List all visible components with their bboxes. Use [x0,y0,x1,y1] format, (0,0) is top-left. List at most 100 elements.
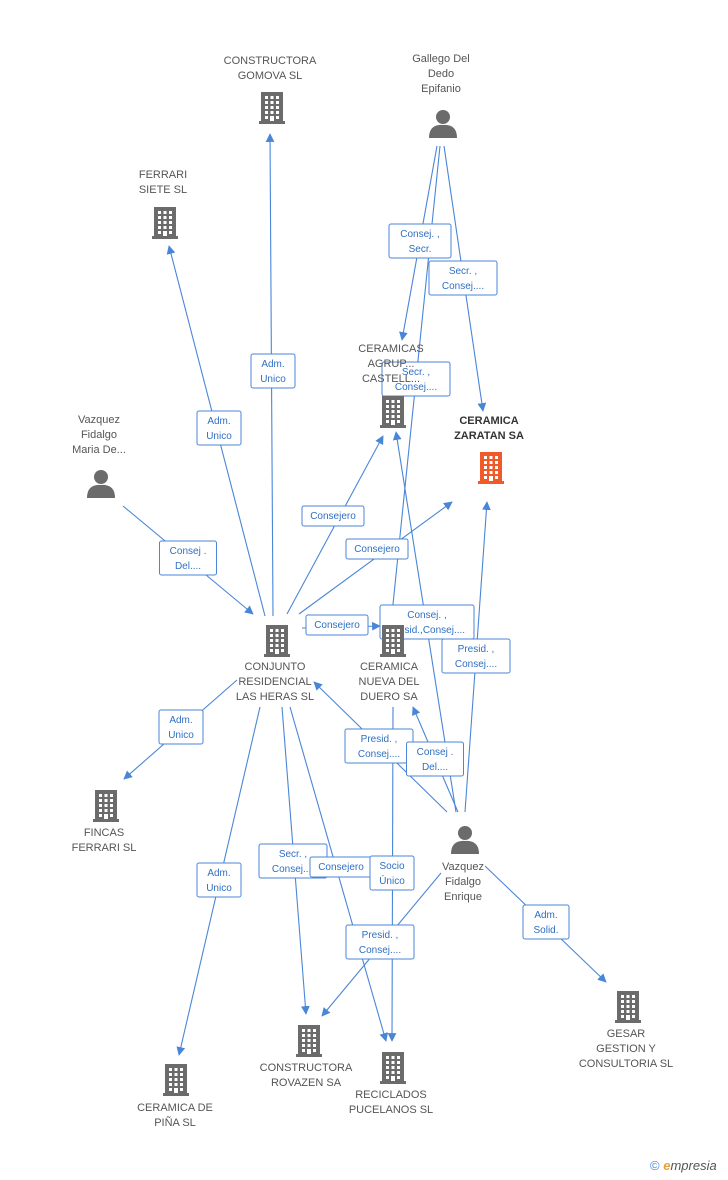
relation-label[interactable]: Presid. ,Consej.... [441,638,511,674]
relation-label[interactable]: Consejero [305,614,369,636]
relation-label[interactable]: Adm.Unico [158,709,204,745]
node-zaratan[interactable]: CERAMICA ZARATAN SA [454,415,524,484]
building-icon [163,1064,189,1096]
building-icon [264,625,290,657]
node-label: GOMOVA SL [238,70,303,82]
relation-label[interactable]: Adm. Unico [196,410,242,446]
relation-label[interactable]: Adm.Unico [196,862,242,898]
relation-label[interactable]: Consej . Del.... [406,741,464,777]
relation-label[interactable]: Adm.Unico [250,353,296,389]
brand-name: mpresia [670,1158,717,1173]
node-label: Vazquez [78,414,120,426]
relation-label-box [388,223,452,259]
relation-label[interactable]: Presid. ,Consej.... [345,924,415,960]
empresia-watermark: © empresia [650,1158,717,1173]
node-label: CONSTRUCTORA [224,55,317,67]
node-label: ZARATAN SA [454,430,524,442]
relation-label-text: Secr. , [449,266,477,277]
relation-label-box [381,361,451,397]
relation-label-text: Consej.... [272,864,314,875]
node-label: CERAMICA [459,415,518,427]
relation-label[interactable]: Adm.Solid. [522,904,570,940]
node-label: RESIDENCIAL [238,676,311,688]
node-label: CONSTRUCTORA [260,1062,353,1074]
node-label: Enrique [444,891,482,903]
node-label: CONJUNTO [245,661,306,673]
relation-label-text: Presid.,Consej.... [389,625,465,636]
node-label: Epifanio [421,83,461,95]
relation-label[interactable]: Consej. ,Secr. [388,223,452,259]
relation-label-text: Del.... [422,762,448,773]
person-icon [429,110,457,138]
relation-label-box [441,638,511,674]
relation-label-text: Secr. , [279,849,307,860]
node-label: SIETE SL [139,184,187,196]
relation-label-text: Consejero [318,862,364,873]
node-label: DUERO SA [360,691,418,703]
relation-label-box [428,260,498,296]
relation-label[interactable]: Consejero [345,538,409,560]
relation-label-box [305,614,369,636]
node-label: Vazquez [442,861,484,873]
building-icon [380,1052,406,1084]
node-gomova[interactable]: CONSTRUCTORA GOMOVA SL [224,55,317,124]
node-label: Dedo [428,68,454,80]
relation-label-text: Consejero [314,620,360,631]
relation-label[interactable]: Secr. ,Consej.... [381,361,451,397]
relation-label-text: Consej . [417,747,454,758]
node-label: CERAMICA [360,661,419,673]
node-label: GESTION Y [596,1043,656,1055]
node-agrupadas[interactable]: CERAMICASAGRUP...CASTELL... [358,343,424,428]
relation-label-text: Consej.... [359,945,401,956]
building-icon [380,396,406,428]
relation-label-text: Consej.... [455,659,497,670]
copyright-symbol: © [650,1158,660,1173]
node-label: AGRUP... [368,358,415,370]
relation-label-text: Socio [379,861,404,872]
relation-label-text: Solid. [533,925,558,936]
relation-label[interactable]: Consejero [301,505,365,527]
relation-label-text: Consej.... [442,281,484,292]
relation-label-box [250,353,296,389]
relation-label-text: Adm. [207,416,230,427]
relation-label-text: Secr. , [402,367,430,378]
relation-label-text: Consejero [310,511,356,522]
relation-label-text: Presid. , [361,734,398,745]
relation-label[interactable]: Presid. , Consej.... [344,728,414,764]
relation-label-text: Unico [260,374,286,385]
node-label: CERAMICA DE [137,1102,213,1114]
node-label: FINCAS [84,827,124,839]
relation-label[interactable]: Consejero [309,856,373,878]
relation-label-text: Consej.... [358,749,400,760]
relation-label-text: Único [379,874,405,887]
node-label: PUCELANOS SL [349,1104,433,1116]
relation-label-text: Adm. [169,715,192,726]
relation-label[interactable]: Secr. , Consej.... [428,260,498,296]
building-icon [380,625,406,657]
relation-label-box [522,904,570,940]
relation-label-text: Consejero [354,544,400,555]
relation-label-box [406,741,464,777]
building-icon [296,1025,322,1057]
node-label: Fidalgo [445,876,481,888]
relation-label-box [196,410,242,446]
relation-label[interactable]: Consej . Del.... [159,540,217,576]
relation-label-text: Consej . [170,546,207,557]
relation-label-box [159,540,217,576]
relation-label-text: Del.... [175,561,201,572]
node-label: Fidalgo [81,429,117,441]
relation-label-text: Unico [206,431,232,442]
